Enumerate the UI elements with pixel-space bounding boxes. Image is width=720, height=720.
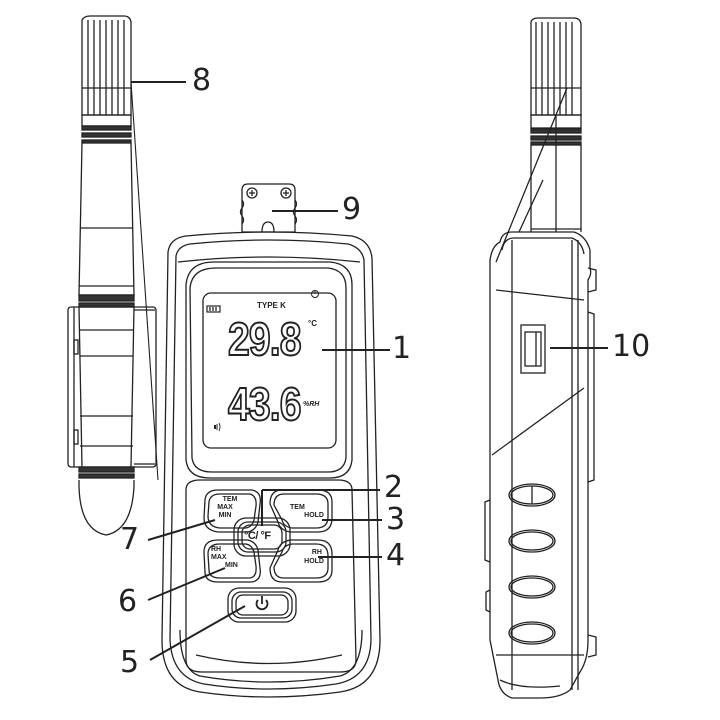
unit-toggle-label: °C/ °F bbox=[244, 530, 271, 542]
meter-body-front bbox=[161, 183, 381, 698]
callout-6: 6 bbox=[118, 584, 138, 619]
lcd-temperature-unit: °C bbox=[308, 319, 317, 328]
lcd-humidity-value: 43.6 bbox=[227, 377, 302, 431]
max-label: MAX bbox=[217, 504, 233, 511]
callout-1: 1 bbox=[392, 331, 412, 366]
max-label: MAX bbox=[211, 554, 227, 561]
min-label: MIN bbox=[225, 562, 238, 569]
meter-side-view bbox=[484, 17, 597, 699]
callout-4: 4 bbox=[386, 538, 406, 573]
speaker-icon bbox=[214, 422, 221, 432]
tem-max-min-label: TEM MAX MIN bbox=[210, 496, 240, 520]
rh-label: RH bbox=[211, 546, 222, 553]
battery-icon bbox=[206, 305, 221, 313]
callout-9: 9 bbox=[342, 192, 362, 227]
callout-5: 5 bbox=[120, 645, 140, 680]
sensor-probe-front bbox=[67, 15, 157, 536]
side-port bbox=[520, 324, 546, 374]
callout-lines bbox=[147, 210, 608, 661]
timer-icon bbox=[311, 290, 319, 298]
lcd-humidity-unit: %RH bbox=[303, 401, 320, 408]
hold-label: HOLD bbox=[304, 558, 324, 565]
power-button[interactable] bbox=[227, 587, 297, 623]
callout-10: 10 bbox=[612, 329, 651, 364]
tem-label: TEM bbox=[290, 504, 305, 511]
power-icon bbox=[255, 596, 269, 611]
tem-label: TEM bbox=[222, 496, 238, 503]
lcd-mode-label: TYPE K bbox=[257, 301, 286, 310]
min-label: MIN bbox=[218, 512, 232, 519]
tem-hold-label: TEM HOLD bbox=[286, 504, 324, 520]
rh-max-min-label: RH MAX MIN bbox=[211, 546, 247, 570]
callout-8: 8 bbox=[192, 63, 212, 98]
callout-7: 7 bbox=[120, 522, 140, 557]
hold-label: HOLD bbox=[304, 512, 324, 519]
rh-hold-label: RH HOLD bbox=[286, 548, 324, 566]
rh-max-min-button[interactable] bbox=[203, 539, 261, 583]
rh-label: RH bbox=[311, 549, 322, 556]
callout-3: 3 bbox=[386, 502, 406, 537]
lcd-temperature-value: 29.8 bbox=[227, 312, 302, 366]
callout-2: 2 bbox=[384, 470, 404, 505]
lcd-display bbox=[206, 290, 319, 432]
